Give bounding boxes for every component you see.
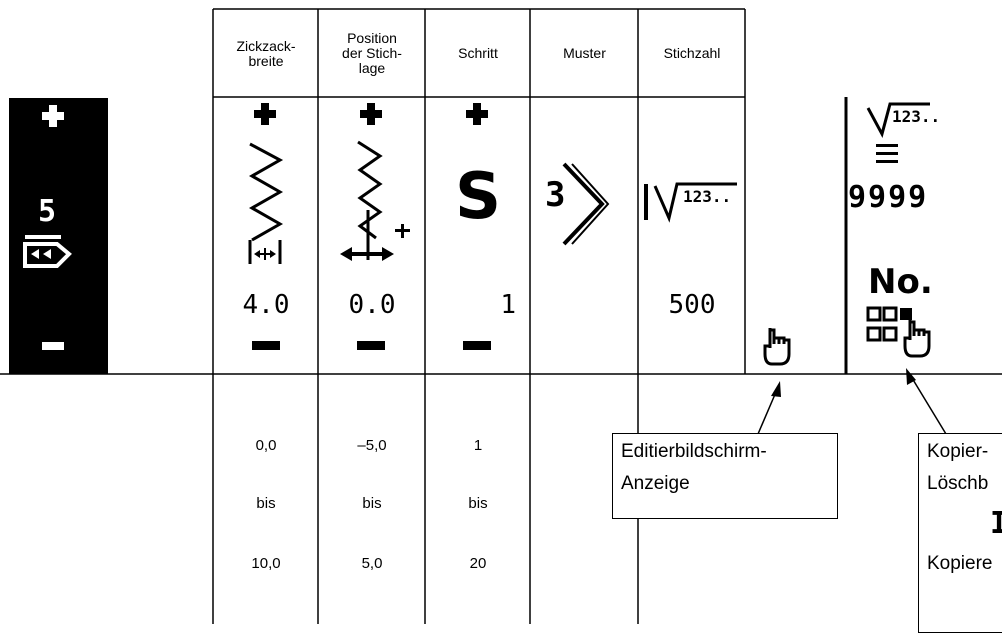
header-stichzahl: Stichzahl — [663, 45, 721, 61]
svg-text:123..: 123.. — [683, 187, 731, 206]
zickzack-value: 4.0 — [242, 290, 290, 320]
header-schritt: Schritt — [458, 45, 498, 61]
zoom-lcd-panel: 5 — [9, 98, 108, 374]
zickzack-plus-icon[interactable] — [254, 103, 276, 125]
copy-delete-callout: Kopier- Löschb I Kopiere — [918, 433, 1002, 633]
position-minus-icon[interactable] — [357, 341, 385, 350]
schritt-range-to: bis — [468, 495, 488, 512]
position-range-min: –5,0 — [357, 437, 387, 454]
edit-hand-icon[interactable] — [762, 324, 796, 368]
feed-arrow-icon — [23, 235, 72, 268]
header-zickzack: Zickzack- breite — [236, 37, 296, 69]
plus-icon[interactable] — [41, 104, 65, 128]
svg-text:123..: 123.. — [892, 107, 938, 126]
position-plus-icon[interactable] — [360, 103, 382, 125]
position-range-max: 5,0 — [361, 555, 383, 572]
zickzack-range-min: 0,0 — [255, 437, 277, 454]
stitch-position-icon — [340, 140, 410, 261]
schritt-range-max: 20 — [469, 555, 487, 572]
header-muster: Muster — [563, 45, 606, 61]
zigzag-width-icon — [248, 142, 284, 264]
edit-screen-callout: Editierbildschirm- Anzeige — [612, 433, 838, 519]
counter-set-icon: 123.. — [866, 102, 938, 163]
zickzack-range-to: bis — [256, 495, 276, 512]
schritt-minus-icon[interactable] — [463, 341, 491, 350]
pattern-number: 3 — [545, 175, 566, 215]
feed-number: 5 — [37, 194, 57, 229]
position-range-to: bis — [362, 495, 382, 512]
stitch-count-icon: 123.. — [644, 182, 737, 223]
schritt-symbol: S — [454, 160, 502, 234]
counter-value: 9999 — [848, 180, 929, 215]
no-label: No. — [868, 262, 933, 302]
schritt-plus-icon[interactable] — [466, 103, 488, 125]
schritt-range-min: 1 — [473, 437, 483, 454]
stichzahl-value: 500 — [668, 290, 716, 320]
header-position: Position der Stich- lage — [342, 30, 402, 76]
minus-icon[interactable] — [41, 340, 65, 352]
copy-delete-icon[interactable] — [866, 306, 956, 368]
schritt-value: 1 — [500, 290, 516, 320]
zickzack-range-max: 10,0 — [251, 555, 281, 572]
zickzack-minus-icon[interactable] — [252, 341, 280, 350]
pattern-shape-icon — [562, 162, 610, 246]
position-value: 0.0 — [348, 290, 396, 320]
